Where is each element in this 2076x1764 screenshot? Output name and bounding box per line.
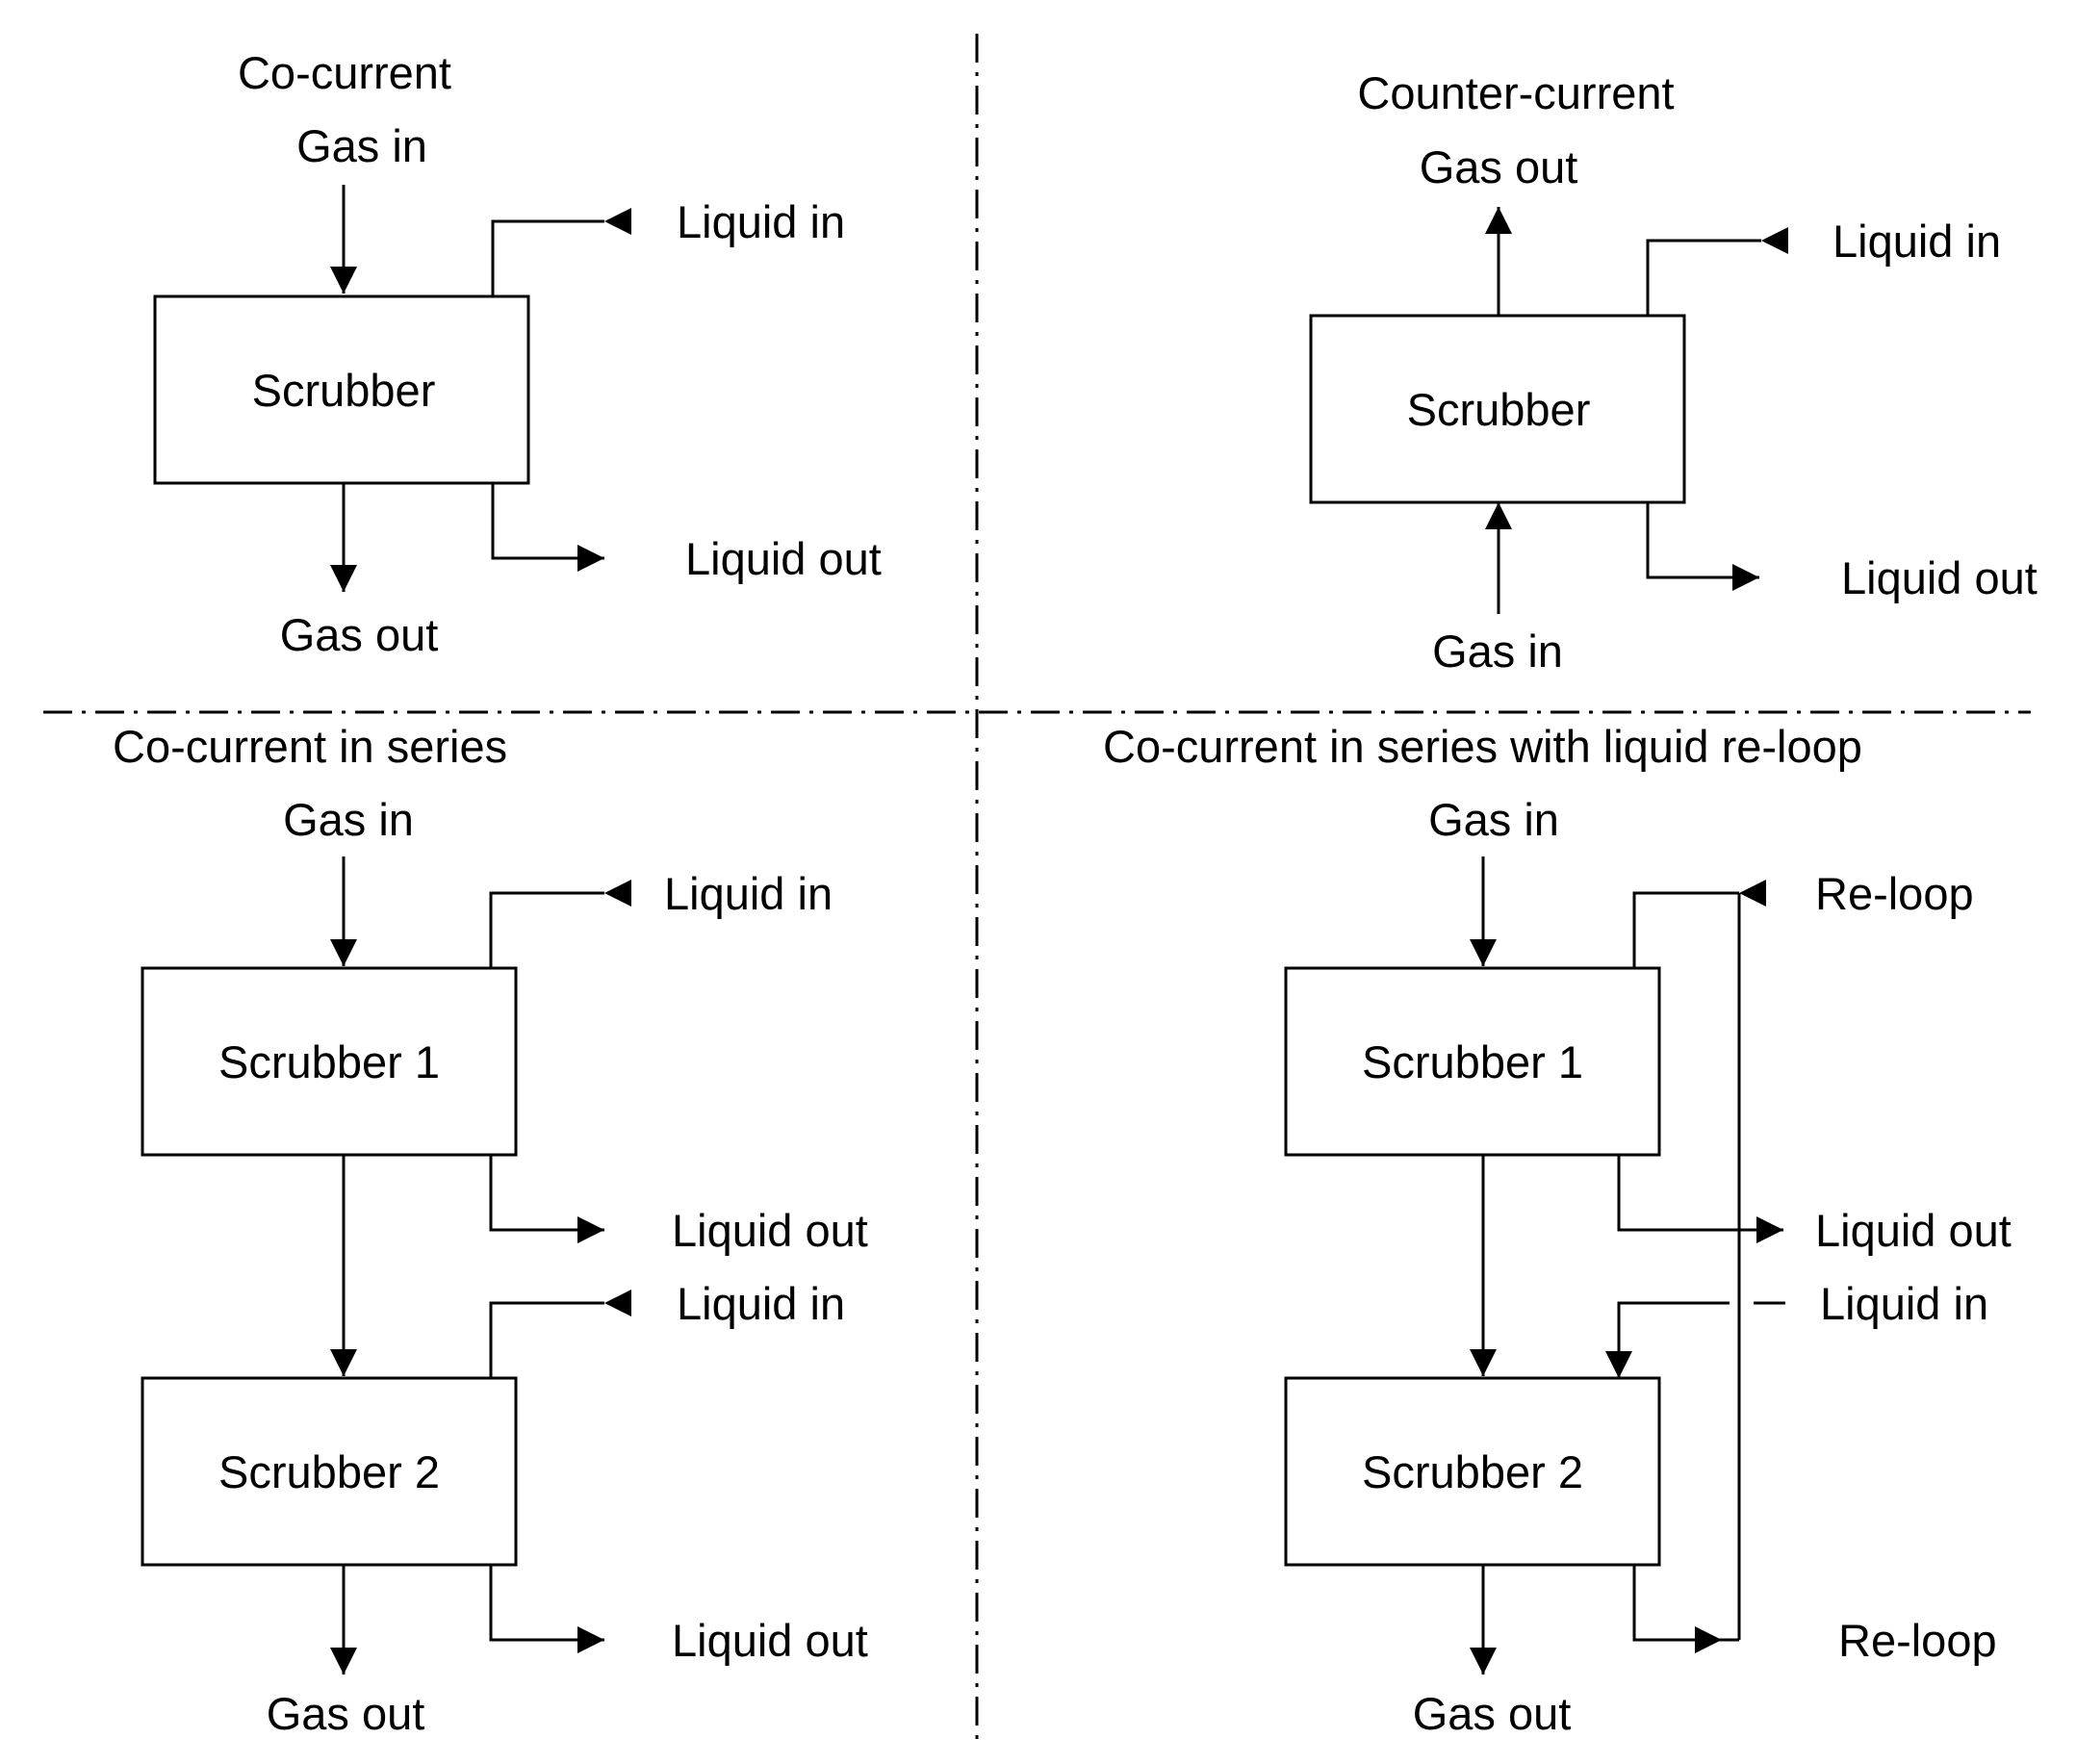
label-liquid-in-1: Liquid in bbox=[664, 868, 833, 919]
label-gas-in: Gas in bbox=[1428, 794, 1559, 845]
label-reloop-bottom: Re-loop bbox=[1838, 1615, 1997, 1666]
label-gas-in: Gas in bbox=[1432, 626, 1563, 677]
arrow-liquid-in bbox=[1646, 227, 1788, 316]
scrubber-box bbox=[1309, 314, 1686, 504]
label-scrubber-2: Scrubber 2 bbox=[218, 1446, 440, 1497]
arrow-liquid-in-2 bbox=[489, 1290, 631, 1378]
arrow-liquid-in bbox=[491, 208, 631, 296]
arrow-liquid-out bbox=[1617, 1155, 1783, 1243]
arrow-liquid-out-2 bbox=[489, 1565, 604, 1653]
arrow-liquid-out-1 bbox=[489, 1155, 604, 1243]
label-scrubber: Scrubber bbox=[252, 365, 436, 416]
label-liquid-out-1: Liquid out bbox=[672, 1205, 868, 1256]
arrow-liquid-out bbox=[1646, 502, 1759, 591]
label-liquid-out-2: Liquid out bbox=[672, 1615, 868, 1666]
quadrant-counter-current: Counter-current Gas out Liquid in Scrubb… bbox=[1309, 67, 2038, 677]
quadrant-co-current-reloop: Co-current in series with liquid re-loop… bbox=[1103, 721, 2012, 1739]
quadrant-co-current-in-series: Co-current in series Gas in Liquid in Sc… bbox=[113, 721, 868, 1739]
title-co-current: Co-current bbox=[238, 47, 451, 98]
arrow-liquid-in bbox=[1605, 1301, 1730, 1378]
label-liquid-in: Liquid in bbox=[1820, 1278, 1988, 1329]
label-scrubber-2: Scrubber 2 bbox=[1362, 1446, 1583, 1497]
label-gas-out: Gas out bbox=[280, 609, 439, 660]
label-liquid-in: Liquid in bbox=[1833, 216, 2001, 267]
arrow-liquid-out bbox=[491, 483, 604, 572]
arrow-liquid-in-1 bbox=[489, 880, 631, 968]
label-scrubber-1: Scrubber 1 bbox=[218, 1036, 440, 1087]
label-scrubber: Scrubber bbox=[1407, 384, 1591, 435]
label-liquid-in: Liquid in bbox=[677, 196, 845, 247]
label-gas-out: Gas out bbox=[1420, 141, 1578, 192]
scrubber-box bbox=[153, 294, 530, 485]
label-liquid-out: Liquid out bbox=[1841, 552, 2038, 603]
scrubber-1-box bbox=[141, 966, 518, 1157]
label-liquid-out: Liquid out bbox=[1815, 1205, 2012, 1256]
title-co-current-reloop: Co-current in series with liquid re-loop bbox=[1103, 721, 1862, 772]
scrubber-2-box bbox=[141, 1376, 518, 1567]
scrubber-2-box bbox=[1284, 1376, 1661, 1567]
title-co-current-in-series: Co-current in series bbox=[113, 721, 507, 772]
label-gas-out: Gas out bbox=[1413, 1688, 1572, 1739]
arrow-reloop-to-scrubber-1 bbox=[1632, 880, 1766, 968]
title-counter-current: Counter-current bbox=[1357, 67, 1674, 118]
label-gas-out: Gas out bbox=[267, 1688, 425, 1739]
label-gas-in: Gas in bbox=[296, 120, 427, 171]
label-liquid-in-2: Liquid in bbox=[677, 1278, 845, 1329]
label-scrubber-1: Scrubber 1 bbox=[1362, 1036, 1583, 1087]
scrubber-1-box bbox=[1284, 966, 1661, 1157]
arrow-reloop-from-scrubber-2 bbox=[1632, 1565, 1722, 1653]
label-reloop-top: Re-loop bbox=[1815, 868, 1974, 919]
label-liquid-out: Liquid out bbox=[685, 533, 882, 584]
label-gas-in: Gas in bbox=[283, 794, 414, 845]
quadrant-co-current: Co-current Gas in Liquid in Scrubber Liq… bbox=[153, 47, 882, 660]
